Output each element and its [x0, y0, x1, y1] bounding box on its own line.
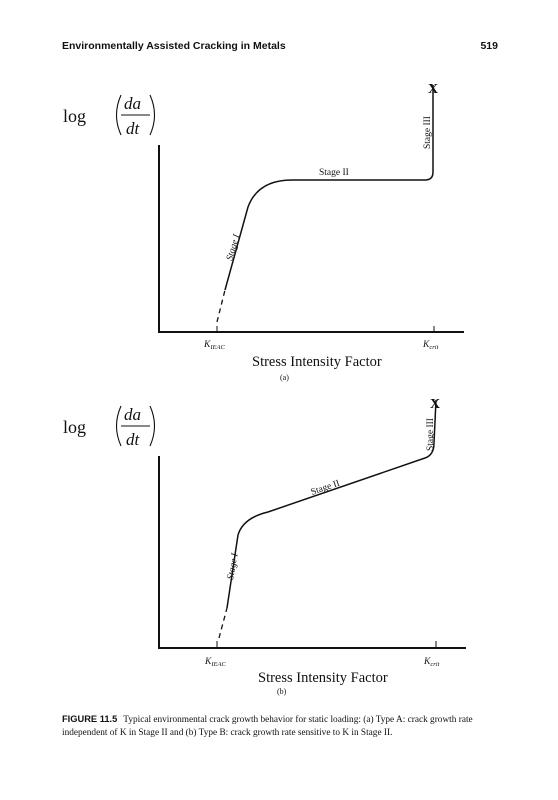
- stage1-label: Stage I: [226, 552, 241, 581]
- stage3-label: Stage III: [426, 418, 436, 451]
- crack-growth-curve: [224, 85, 434, 291]
- kcrit-label: Kcrit: [423, 657, 440, 668]
- xlabel: Stress Intensity Factor: [258, 670, 388, 686]
- figure-a: log da dt X Stage I Stage II Stage III K…: [63, 82, 464, 382]
- figure-b: log da dt X Stage I Stage II Stage III K…: [63, 397, 466, 696]
- fracture-marker: X: [428, 82, 438, 97]
- ylabel-right-paren: [149, 405, 156, 447]
- stage1-dashed-extension: [216, 289, 226, 323]
- kcrit-label: Kcrit: [422, 340, 439, 351]
- kieac-label: KIEAC: [204, 657, 226, 668]
- ylabel-log: log: [63, 417, 86, 437]
- ylabel-log: log: [63, 106, 86, 126]
- ylabel-numerator: da: [124, 94, 141, 113]
- stage2-label: Stage II: [319, 168, 349, 178]
- ylabel-numerator: da: [124, 405, 141, 424]
- kieac-label: KIEAC: [203, 340, 225, 351]
- stage1-dashed-extension: [218, 607, 228, 639]
- caption-label: FIGURE 11.5: [62, 714, 118, 724]
- stage3-label: Stage III: [423, 116, 433, 149]
- xlabel: Stress Intensity Factor: [252, 354, 382, 370]
- stage1-label: Stage I: [225, 233, 242, 262]
- ylabel-left-paren: [115, 94, 122, 136]
- running-title: Environmentally Assisted Cracking in Met…: [62, 40, 286, 52]
- running-header: Environmentally Assisted Cracking in Met…: [62, 40, 498, 56]
- ylabel-right-paren: [149, 94, 156, 136]
- stage2-label: Stage II: [310, 479, 341, 498]
- ylabel-denominator: dt: [126, 430, 141, 449]
- crack-growth-curve: [226, 399, 437, 609]
- caption-text: Typical environmental crack growth behav…: [62, 715, 473, 738]
- ylabel-left-paren: [115, 405, 122, 447]
- ylabel-denominator: dt: [126, 119, 141, 138]
- panel-label-b: (b): [277, 687, 287, 696]
- page-number: 519: [480, 40, 498, 52]
- fracture-marker: X: [430, 397, 440, 412]
- panel-label-a: (a): [280, 373, 289, 382]
